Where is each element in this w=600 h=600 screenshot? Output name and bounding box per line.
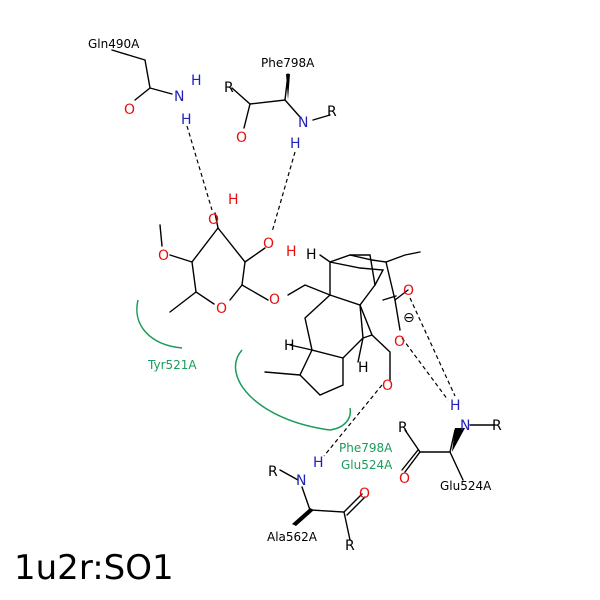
atom-hydrogen-polar: H — [290, 136, 301, 152]
hydrogen-bonds — [186, 125, 456, 457]
atom-oxygen: O — [158, 248, 169, 264]
atom-hydrogen-polar: H — [286, 244, 297, 260]
atom-oxygen: O — [399, 471, 410, 487]
atom-nitrogen: N — [296, 473, 306, 489]
residue-label-phe798-bottom: Phe798A — [339, 441, 393, 455]
atom-nitrogen: N — [298, 115, 308, 131]
atom-hydrogen-polar: H — [313, 455, 324, 471]
atom-hydrogen-polar: H — [228, 192, 239, 208]
oxygen-atoms: O O O O O O O O O O O O H H — [124, 102, 414, 502]
nitrogen-atoms: N H H N H N H N H — [174, 73, 470, 489]
r-group: R — [492, 418, 502, 434]
atom-hydrogen: H — [358, 360, 369, 376]
atom-oxygen: O — [236, 130, 247, 146]
atom-hydrogen: H — [306, 247, 317, 263]
atom-nitrogen: N — [460, 418, 470, 434]
other-atoms: H H H R R R R R R ⊖ — [224, 80, 502, 554]
residue-label-ala562: Ala562A — [267, 530, 318, 544]
wedge-bond — [286, 74, 290, 100]
atom-hydrogen-polar: H — [450, 398, 461, 414]
atom-oxygen: O — [216, 301, 227, 317]
residue-label-glu524-hydrophobic: Glu524A — [341, 458, 393, 472]
wedge-bond — [292, 508, 314, 526]
wedge-bond — [452, 428, 465, 452]
atom-oxygen: O — [403, 283, 414, 299]
atom-hydrogen-polar: H — [191, 73, 202, 89]
wedge-bonds — [286, 74, 465, 526]
residue-label-gln490: Gln490A — [88, 37, 140, 51]
residue-labels: Gln490A Phe798A Tyr521A Phe798A Glu524A … — [88, 37, 492, 544]
charge-symbol: ⊖ — [403, 310, 415, 326]
hydrophobic-contacts — [136, 299, 352, 431]
atom-nitrogen: N — [174, 89, 184, 105]
atom-hydrogen-polar: H — [181, 112, 192, 128]
atom-oxygen: O — [394, 334, 405, 350]
residue-label-phe798-top: Phe798A — [261, 56, 315, 70]
residue-label-glu524: Glu524A — [440, 479, 492, 493]
residue-label-tyr521: Tyr521A — [147, 358, 197, 372]
atom-oxygen: O — [208, 212, 219, 228]
atom-oxygen: O — [124, 102, 135, 118]
atom-hydrogen: H — [284, 338, 295, 354]
atom-oxygen: O — [269, 292, 280, 308]
atom-oxygen: O — [263, 236, 274, 252]
diagram-title: 1u2r:SO1 — [14, 548, 174, 588]
ligand-skeleton — [111, 49, 496, 541]
atom-oxygen: O — [382, 378, 393, 394]
r-group: R — [268, 464, 278, 480]
r-group: R — [345, 538, 355, 554]
r-group: R — [398, 420, 408, 436]
r-group: R — [224, 80, 234, 96]
r-group: R — [327, 104, 337, 120]
atom-oxygen: O — [359, 486, 370, 502]
